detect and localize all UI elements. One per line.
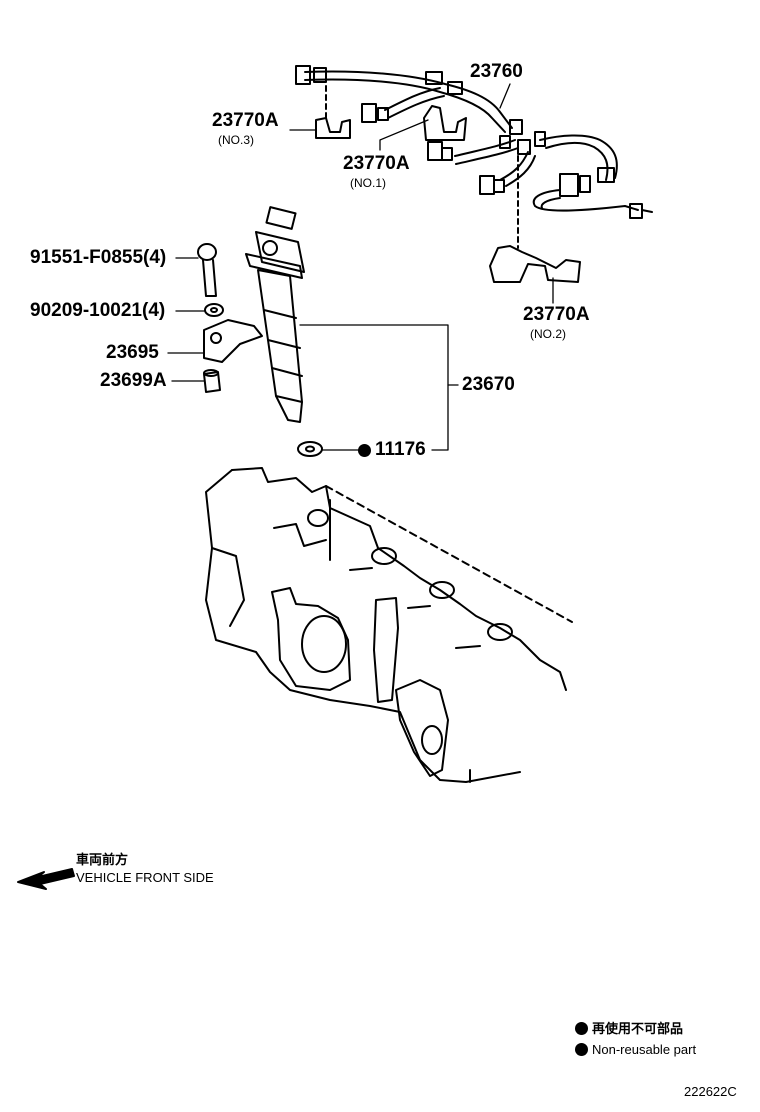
direction-label-jp: 車両前方 [76, 852, 129, 867]
label-23670: 23670 [462, 374, 515, 395]
clamp [204, 320, 262, 362]
collar [204, 370, 220, 392]
legend-dot-icon [575, 1043, 588, 1056]
label-11176-text: 11176 [375, 439, 426, 460]
injector [246, 207, 304, 422]
clip-no2 [490, 246, 580, 282]
cylinder-head [206, 468, 572, 782]
washer [205, 304, 223, 316]
legend-en-text: Non-reusable part [592, 1042, 697, 1057]
label-23770a-no1: 23770A [343, 153, 410, 174]
label-23770a-no2-sub: (NO.2) [530, 327, 566, 341]
label-23695: 23695 [106, 342, 159, 363]
label-23770a-no2: 23770A [523, 304, 590, 325]
label-23699a: 23699A [100, 370, 167, 391]
label-23770a-no3-sub: (NO.3) [218, 133, 254, 147]
label-90209-10021: 90209-10021(4) [30, 300, 166, 321]
legend-en: Non-reusable part [575, 1042, 696, 1058]
clip-no1 [424, 106, 466, 140]
label-23770a-no3: 23770A [212, 110, 279, 131]
label-91551-f0855: 91551-F0855(4) [30, 247, 167, 268]
legend-dot-icon [575, 1022, 588, 1035]
label-11176: 11176 [358, 439, 426, 461]
bolt [198, 244, 216, 296]
leader-lines [168, 84, 553, 450]
gasket [298, 442, 322, 456]
clip-no3 [316, 118, 350, 138]
direction-label-en: VEHICLE FRONT SIDE [76, 870, 214, 885]
legend-jp: 再使用不可部品 [575, 1021, 683, 1037]
diagram-id: 222622C [684, 1084, 737, 1099]
legend-jp-text: 再使用不可部品 [592, 1021, 684, 1036]
label-23760: 23760 [470, 61, 523, 82]
non-reusable-dot-icon [358, 444, 371, 457]
front-direction-arrow [18, 869, 74, 889]
leak-hose-assembly [296, 66, 652, 248]
label-23770a-no1-sub: (NO.1) [350, 176, 386, 190]
